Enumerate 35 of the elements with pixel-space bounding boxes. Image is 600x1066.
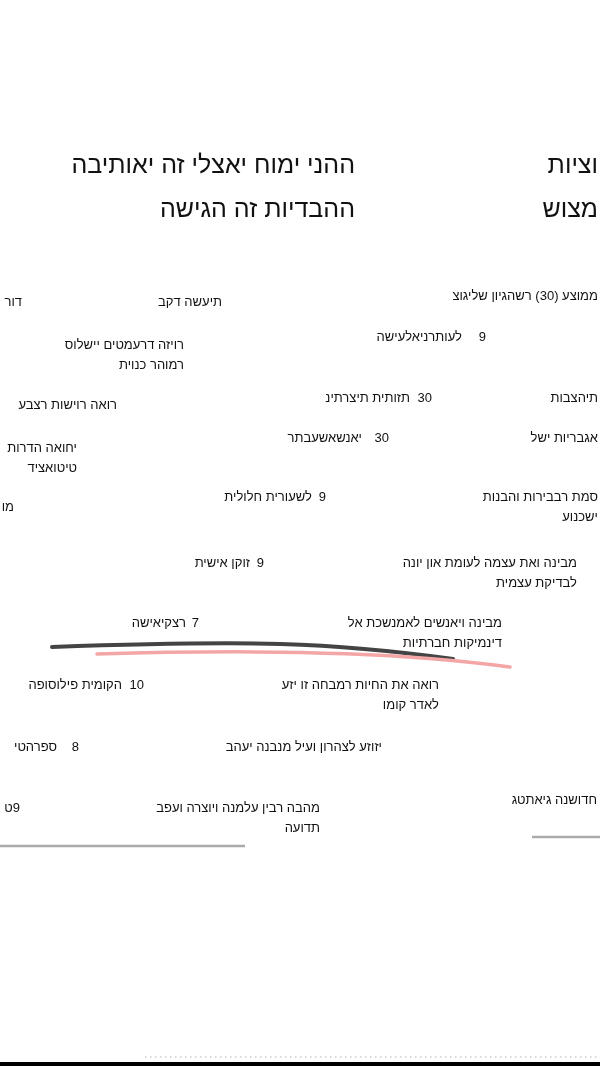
score-number: 8 — [71, 738, 79, 756]
trait-text: יזוזע לצהרון ועיל מנבנה יעהב — [224, 738, 382, 756]
score-number: 10 — [129, 676, 144, 694]
trait-text: רויזה דרעמטים יישלוס רמוהר כנוית — [63, 336, 184, 374]
trait-text: ממוצע (30) רשהגיון שליגוצ — [452, 287, 598, 305]
trait-text: לעותרניאלעישה — [376, 328, 462, 346]
score-number: 7 — [191, 614, 199, 632]
trait-text: מו — [1, 498, 14, 516]
trait-text: אגבריות ישל — [530, 429, 598, 447]
trait-text: יחואה הדרות טיטואציד — [6, 439, 77, 477]
trait-text: יאנשאשעבתר — [287, 429, 362, 447]
trait-text: רצקיאישה — [131, 614, 186, 632]
trait-text: הקומית פילוסופה — [28, 676, 122, 694]
trait-text: זוקן אישית — [194, 554, 250, 572]
score-number: 30 — [374, 429, 389, 447]
score-number: 9 — [256, 554, 264, 572]
trait-text: רואה את החיות רמבחה זו יזע לאדר קומו — [280, 676, 439, 714]
score-number: 9ט — [4, 799, 20, 817]
trait-text: מהבה רבין עלמנה ויוצרה ועפב תדועה — [155, 799, 320, 837]
trait-text: תזותית תיצרתינ — [325, 389, 410, 407]
trait-text: מבינה ויאנשים לאמנשכת אל דינמיקות חברתיות — [346, 614, 502, 652]
trait-text: תיהצבות — [550, 389, 598, 407]
score-number: 9 — [318, 488, 326, 506]
trait-text: דור — [4, 293, 22, 311]
trait-text: חדושנה גיאתטג — [511, 791, 597, 809]
trait-text: סמת רבבירות והבנות ישכנוע — [481, 488, 598, 526]
score-number: 30 — [417, 389, 432, 407]
trait-text: תיעשה דקב — [158, 293, 222, 311]
trait-text: לשעורית חלולית — [224, 488, 312, 506]
title: ההני ימוח יאצלי זה יאותיבה ההבדיות זה הגישה — [70, 149, 355, 224]
heading-text: וציות מצוש — [541, 149, 598, 224]
score-number: 9 — [478, 328, 486, 346]
trait-text: רואה רוישות רצבע — [18, 396, 117, 414]
trait-text: מבינה ואת עצמה לעומת און יונה לבדיקת עצמית — [401, 554, 577, 592]
trait-text: ספרהטי — [14, 738, 57, 756]
